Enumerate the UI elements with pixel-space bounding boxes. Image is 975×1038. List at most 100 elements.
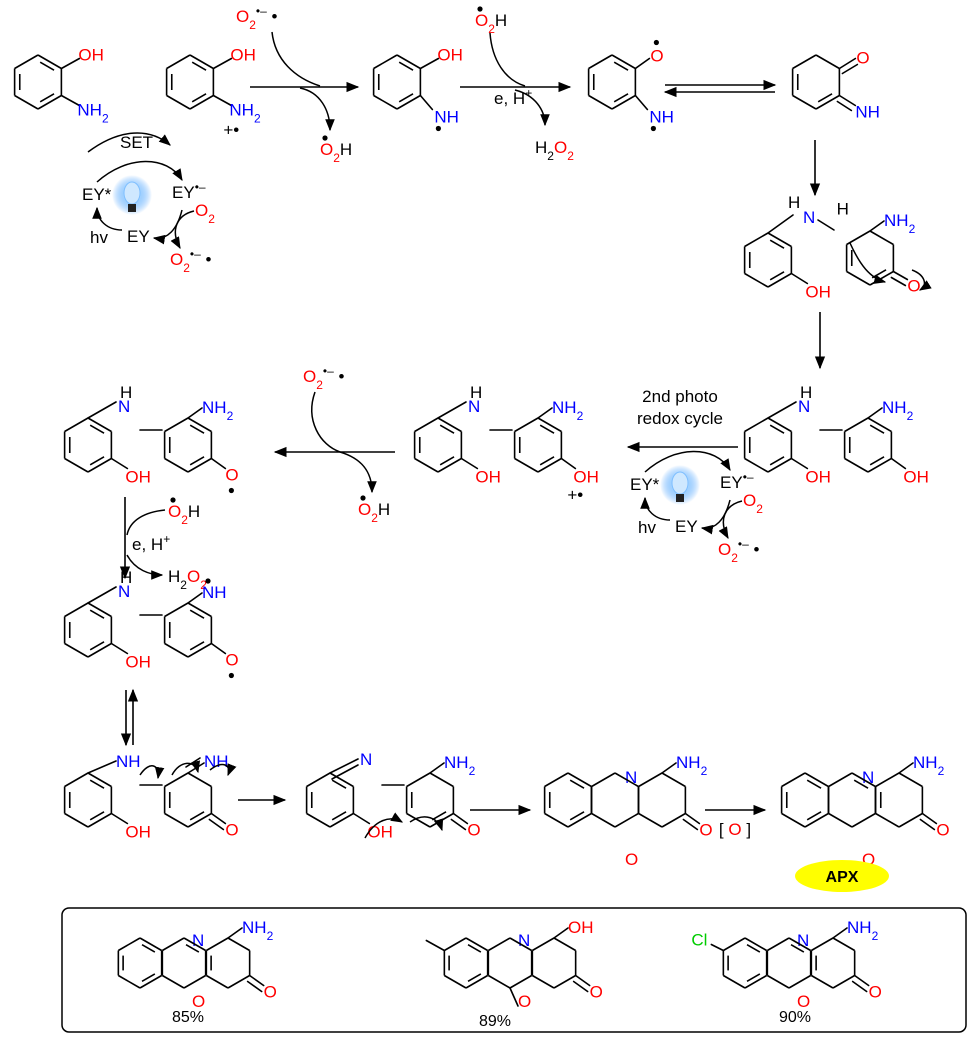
- bond: [684, 812, 701, 825]
- chem-label-part: OH: [475, 468, 501, 487]
- ring-bond: [227, 974, 251, 989]
- yield-label-3: 90%: [779, 1009, 811, 1026]
- bond: [841, 63, 859, 75]
- ring-double-bond: [141, 973, 156, 983]
- chem-label-part: hv: [90, 228, 108, 247]
- bond: [419, 57, 440, 70]
- chem-label-part: 2: [701, 764, 708, 778]
- amino-label: NH2: [77, 101, 109, 126]
- ring-bond: [810, 937, 834, 952]
- ring-bond: [744, 937, 768, 952]
- ring-bond: [846, 270, 871, 286]
- carbonyl-oxygen-label: O: [590, 983, 603, 1002]
- ring-double-bond: [439, 424, 455, 434]
- ring-bond: [844, 417, 869, 433]
- bond: [790, 457, 809, 470]
- h2o2-out-arrow: [514, 89, 550, 127]
- aminyl-label: NH: [649, 108, 674, 127]
- benzene-ring-diradical-dimer-right: [163, 602, 213, 658]
- bond: [210, 812, 227, 825]
- ring-bond: [87, 602, 112, 618]
- ring-bond: [567, 772, 592, 788]
- ring-bond: [509, 974, 533, 989]
- chem-label-part: 2: [267, 929, 274, 943]
- ring-double-bond: [769, 456, 785, 466]
- bond: [838, 57, 857, 70]
- ring-double-bond: [191, 93, 207, 103]
- chem-label-part: +•: [567, 486, 583, 505]
- ring-double-bond: [189, 609, 205, 619]
- ring-bond: [722, 974, 746, 989]
- chem-label-part: N: [798, 397, 810, 416]
- superoxide-in-arrow: [311, 391, 341, 453]
- bond: [869, 220, 885, 232]
- ring-double-bond: [467, 943, 482, 953]
- bond: [187, 407, 203, 419]
- chem-label-part: 2: [208, 212, 215, 226]
- ring-o-label: O: [192, 992, 205, 1011]
- carbonyl-oxygen-label: O: [869, 983, 882, 1002]
- ring-bond: [781, 812, 806, 828]
- ring-bond: [722, 937, 746, 952]
- hydroxyl-label: OH: [437, 46, 463, 65]
- ring-bond: [166, 54, 191, 70]
- ring-bond: [64, 772, 89, 788]
- ring-bond: [638, 772, 663, 788]
- bond: [661, 762, 677, 774]
- ring-bond: [465, 937, 489, 952]
- chem-label-part: OH: [805, 468, 831, 487]
- ring-bond: [87, 812, 112, 828]
- bond: [634, 57, 651, 70]
- photocycle-arc-right: [700, 499, 731, 535]
- chem-label-part: NH: [882, 398, 907, 417]
- ring-bond: [767, 272, 792, 288]
- hv-label: hv: [90, 228, 108, 247]
- ring-bond: [166, 94, 191, 110]
- bond: [921, 812, 938, 825]
- benzene-ring-dimer-left: [743, 417, 793, 473]
- electron-push-arrow-6: [409, 816, 444, 832]
- ring-double-bond: [189, 641, 205, 651]
- hydroxyl-label: OH: [805, 283, 831, 302]
- chloro-bond: [710, 943, 725, 952]
- ey-excited-label: EY*: [82, 185, 112, 204]
- hydroperoxyl-in-arrow: [489, 32, 526, 87]
- ring-o-label: O: [797, 992, 810, 1011]
- chem-label-part: NH: [884, 211, 909, 230]
- ring-double-bond: [613, 61, 629, 71]
- amino-label: NH2: [676, 753, 708, 778]
- ring-bond: [531, 974, 555, 989]
- ring-bond: [373, 94, 398, 110]
- chem-label-part: O: [625, 850, 638, 869]
- chem-label-part: 2: [316, 378, 323, 392]
- apx-ring-c: [874, 772, 924, 828]
- imine-n-label: N: [360, 750, 372, 769]
- oxygen-label: O2: [743, 491, 763, 516]
- dienone-ring-adduct: [845, 230, 895, 286]
- amino-label: NH2: [847, 918, 879, 943]
- box-ring-a: [117, 937, 163, 989]
- benzene-ring-radcat-dimer-left: [413, 417, 463, 473]
- imine-label: NH: [204, 752, 229, 771]
- ring-n-label: N: [192, 931, 204, 950]
- ring-bond: [832, 937, 856, 952]
- ring-bond: [429, 812, 454, 828]
- ring-bond: [205, 974, 229, 989]
- set-arrow: [87, 132, 171, 153]
- apx-badge: [795, 860, 889, 892]
- light-bulb-icon: [112, 175, 152, 215]
- bond: [210, 457, 227, 470]
- bond: [227, 927, 243, 939]
- yield-label-1: 85%: [172, 1009, 204, 1026]
- ring-bond: [537, 417, 562, 433]
- bond: [890, 276, 907, 287]
- ring-bond: [844, 457, 869, 473]
- oxyl-label: O: [650, 47, 663, 66]
- chem-label-part: O: [192, 992, 205, 1011]
- benzene-ring-radical-cation: [165, 54, 215, 110]
- hydroxyl-label: OH: [573, 468, 599, 487]
- ring-double-bond: [89, 779, 105, 789]
- ring-bond: [614, 812, 639, 828]
- bond: [892, 270, 909, 281]
- ring-bond: [164, 602, 189, 618]
